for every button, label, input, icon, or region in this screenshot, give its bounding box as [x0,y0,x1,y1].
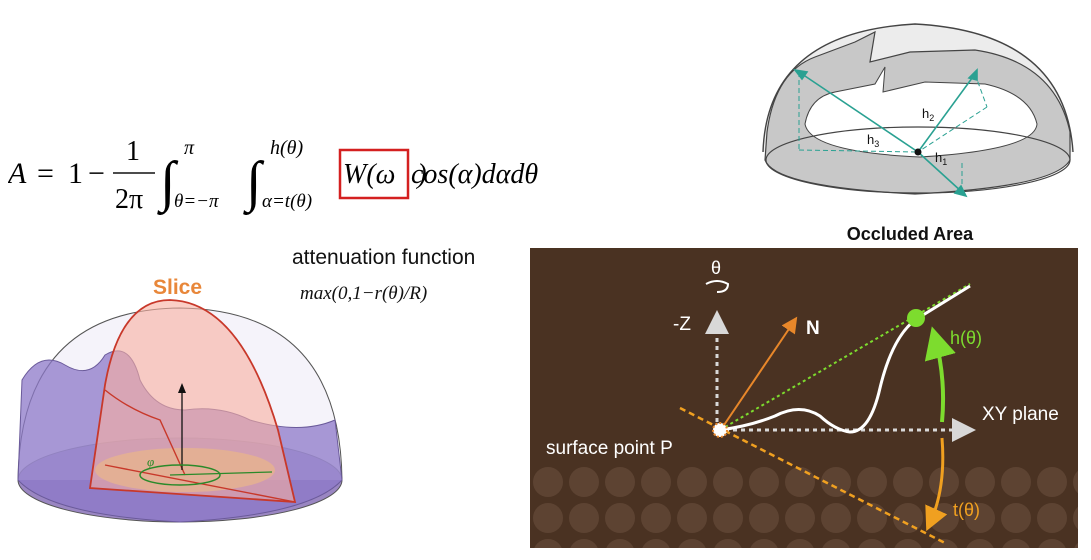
surface-point [914,148,922,156]
horizon-diagram-graphic: -Z θ XY plane N surface point P h(θ) t(θ… [530,248,1078,548]
phi-direction-line [169,471,273,476]
formula-graphic: A = 1 − 1 2π ∫ π θ=−π ∫ h(θ) α=t(θ) W(ω⃗… [6,136,538,216]
slice-hemisphere-graphic: φ Slice [17,276,343,523]
outer-integral-sign: ∫ [157,151,179,216]
normal-label: N [806,318,820,339]
horizon-vectors [793,68,978,198]
h2-label: h2 [922,106,934,123]
formula-equals: = [37,157,54,190]
formula-lhs: A [8,157,27,190]
ao-integral-formula: A = 1 − 1 2π ∫ π θ=−π ∫ h(θ) α=t(θ) W(ω⃗… [6,128,598,228]
h1-arrowhead [953,184,968,198]
t-theta-label: t(θ) [953,500,980,520]
h3-vector [798,71,919,153]
occluded-area-graphic: h3 h2 h1 [762,23,1074,198]
formula-weight-term: W(ω⃗) [343,159,427,190]
neg-z-label: -Z [673,314,691,335]
theta-label: θ [711,258,721,278]
slice-plane [88,299,297,503]
formula-rest: cos(α)dαdθ [411,159,538,190]
surface-point-label: surface point P [546,438,673,459]
h1-label: h1 [935,150,947,167]
outer-lower-limit: θ=−π [174,191,219,212]
occluded-area-caption: Occluded Area [846,224,974,244]
occluded-area-figure: h3 h2 h1 [755,12,1085,217]
formula-minus: − [88,157,105,190]
inner-integral-sign: ∫ [243,151,265,216]
horizon-point [907,309,925,327]
surface-point-p [712,422,728,438]
base-ring [765,126,1071,194]
h-theta-arc [924,326,956,423]
t-theta-arc [925,437,948,532]
phi-circle [139,464,221,486]
inner-lower-limit: α=t(θ) [262,191,312,212]
h2-vector [917,73,976,153]
xy-plane-label: XY plane [982,404,1059,425]
horizon-diagram-panel: -Z θ XY plane N surface point P h(θ) t(θ… [530,248,1078,548]
projection-lines [798,72,988,192]
h3-label: h3 [867,132,879,149]
formula-one: 1 [68,157,83,190]
h-theta-label: h(θ) [950,328,982,348]
attenuation-label: attenuation function [292,246,476,269]
inner-upper-limit: h(θ) [270,137,303,159]
h1-vector [917,151,963,193]
h2-arrowhead [967,68,978,82]
attenuation-formula: max(0,1−r(θ)/R) [300,283,428,304]
slice-horizon-line [104,389,186,476]
height-profile-curve [719,284,971,434]
slice-hemisphere-figure: φ Slice [10,270,360,555]
formula-frac-numerator: 1 [126,136,140,167]
rotation-icon [705,280,730,293]
normal-arrow-head [178,383,186,393]
horizon-direction-line [719,283,971,431]
normal-vector [721,316,798,429]
weight-highlight-box [338,148,410,200]
phi-label: φ [147,454,154,469]
formula-frac-denominator: 2π [115,184,143,215]
slice-label: Slice [153,276,202,299]
outer-upper-limit: π [184,137,195,159]
textured-ground [530,463,1078,548]
